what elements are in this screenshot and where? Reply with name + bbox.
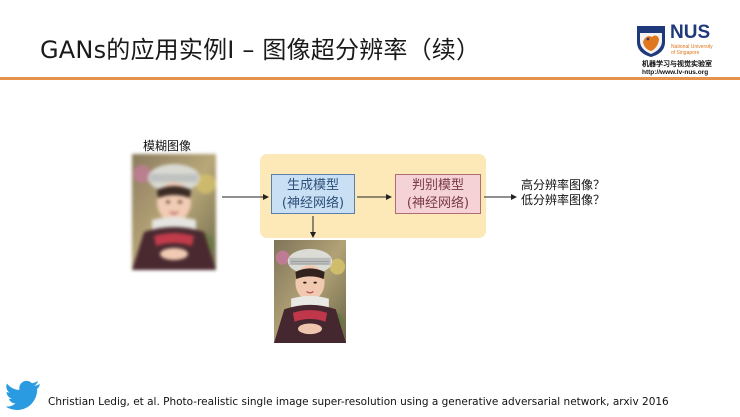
discriminator-label: 判别模型 [411, 178, 464, 193]
logo-subtitle-line2: of Singapore [671, 50, 700, 56]
nus-logo: NUS National University of Singapore 机器学… [634, 22, 734, 78]
generator-box: 生成模型 (神经网络) [271, 174, 355, 214]
generator-sublabel: (神经网络) [281, 196, 345, 211]
citation: Christian Ledig, et al. Photo-realistic … [48, 396, 669, 408]
logo-wordmark: NUS [670, 22, 711, 43]
nus-crest-icon [637, 26, 665, 57]
output-question-high: 高分辨率图像？ [521, 178, 606, 192]
generated-output-image [274, 240, 346, 343]
blurry-input-image [132, 154, 216, 270]
twitter-bird-icon [6, 380, 40, 410]
output-question: 高分辨率图像？ 低分辨率图像？ [521, 178, 605, 208]
lab-url[interactable]: http://www.lv-nus.org [642, 69, 709, 76]
discriminator-sublabel: (神经网络) [406, 196, 470, 211]
discriminator-box: 判别模型 (神经网络) [395, 174, 481, 214]
blurry-image-label: 模糊图像 [143, 139, 192, 153]
title-divider [0, 77, 740, 80]
lab-name: 机器学习与视觉实验室 [642, 60, 712, 68]
logo-subtitle: National University of Singapore [671, 44, 731, 56]
logo-subtitle-line1: National University [671, 44, 713, 50]
slide-title: GANs的应用实例I – 图像超分辨率（续） [40, 36, 481, 64]
generator-label: 生成模型 [286, 178, 339, 193]
output-question-low: 低分辨率图像？ [521, 193, 606, 207]
